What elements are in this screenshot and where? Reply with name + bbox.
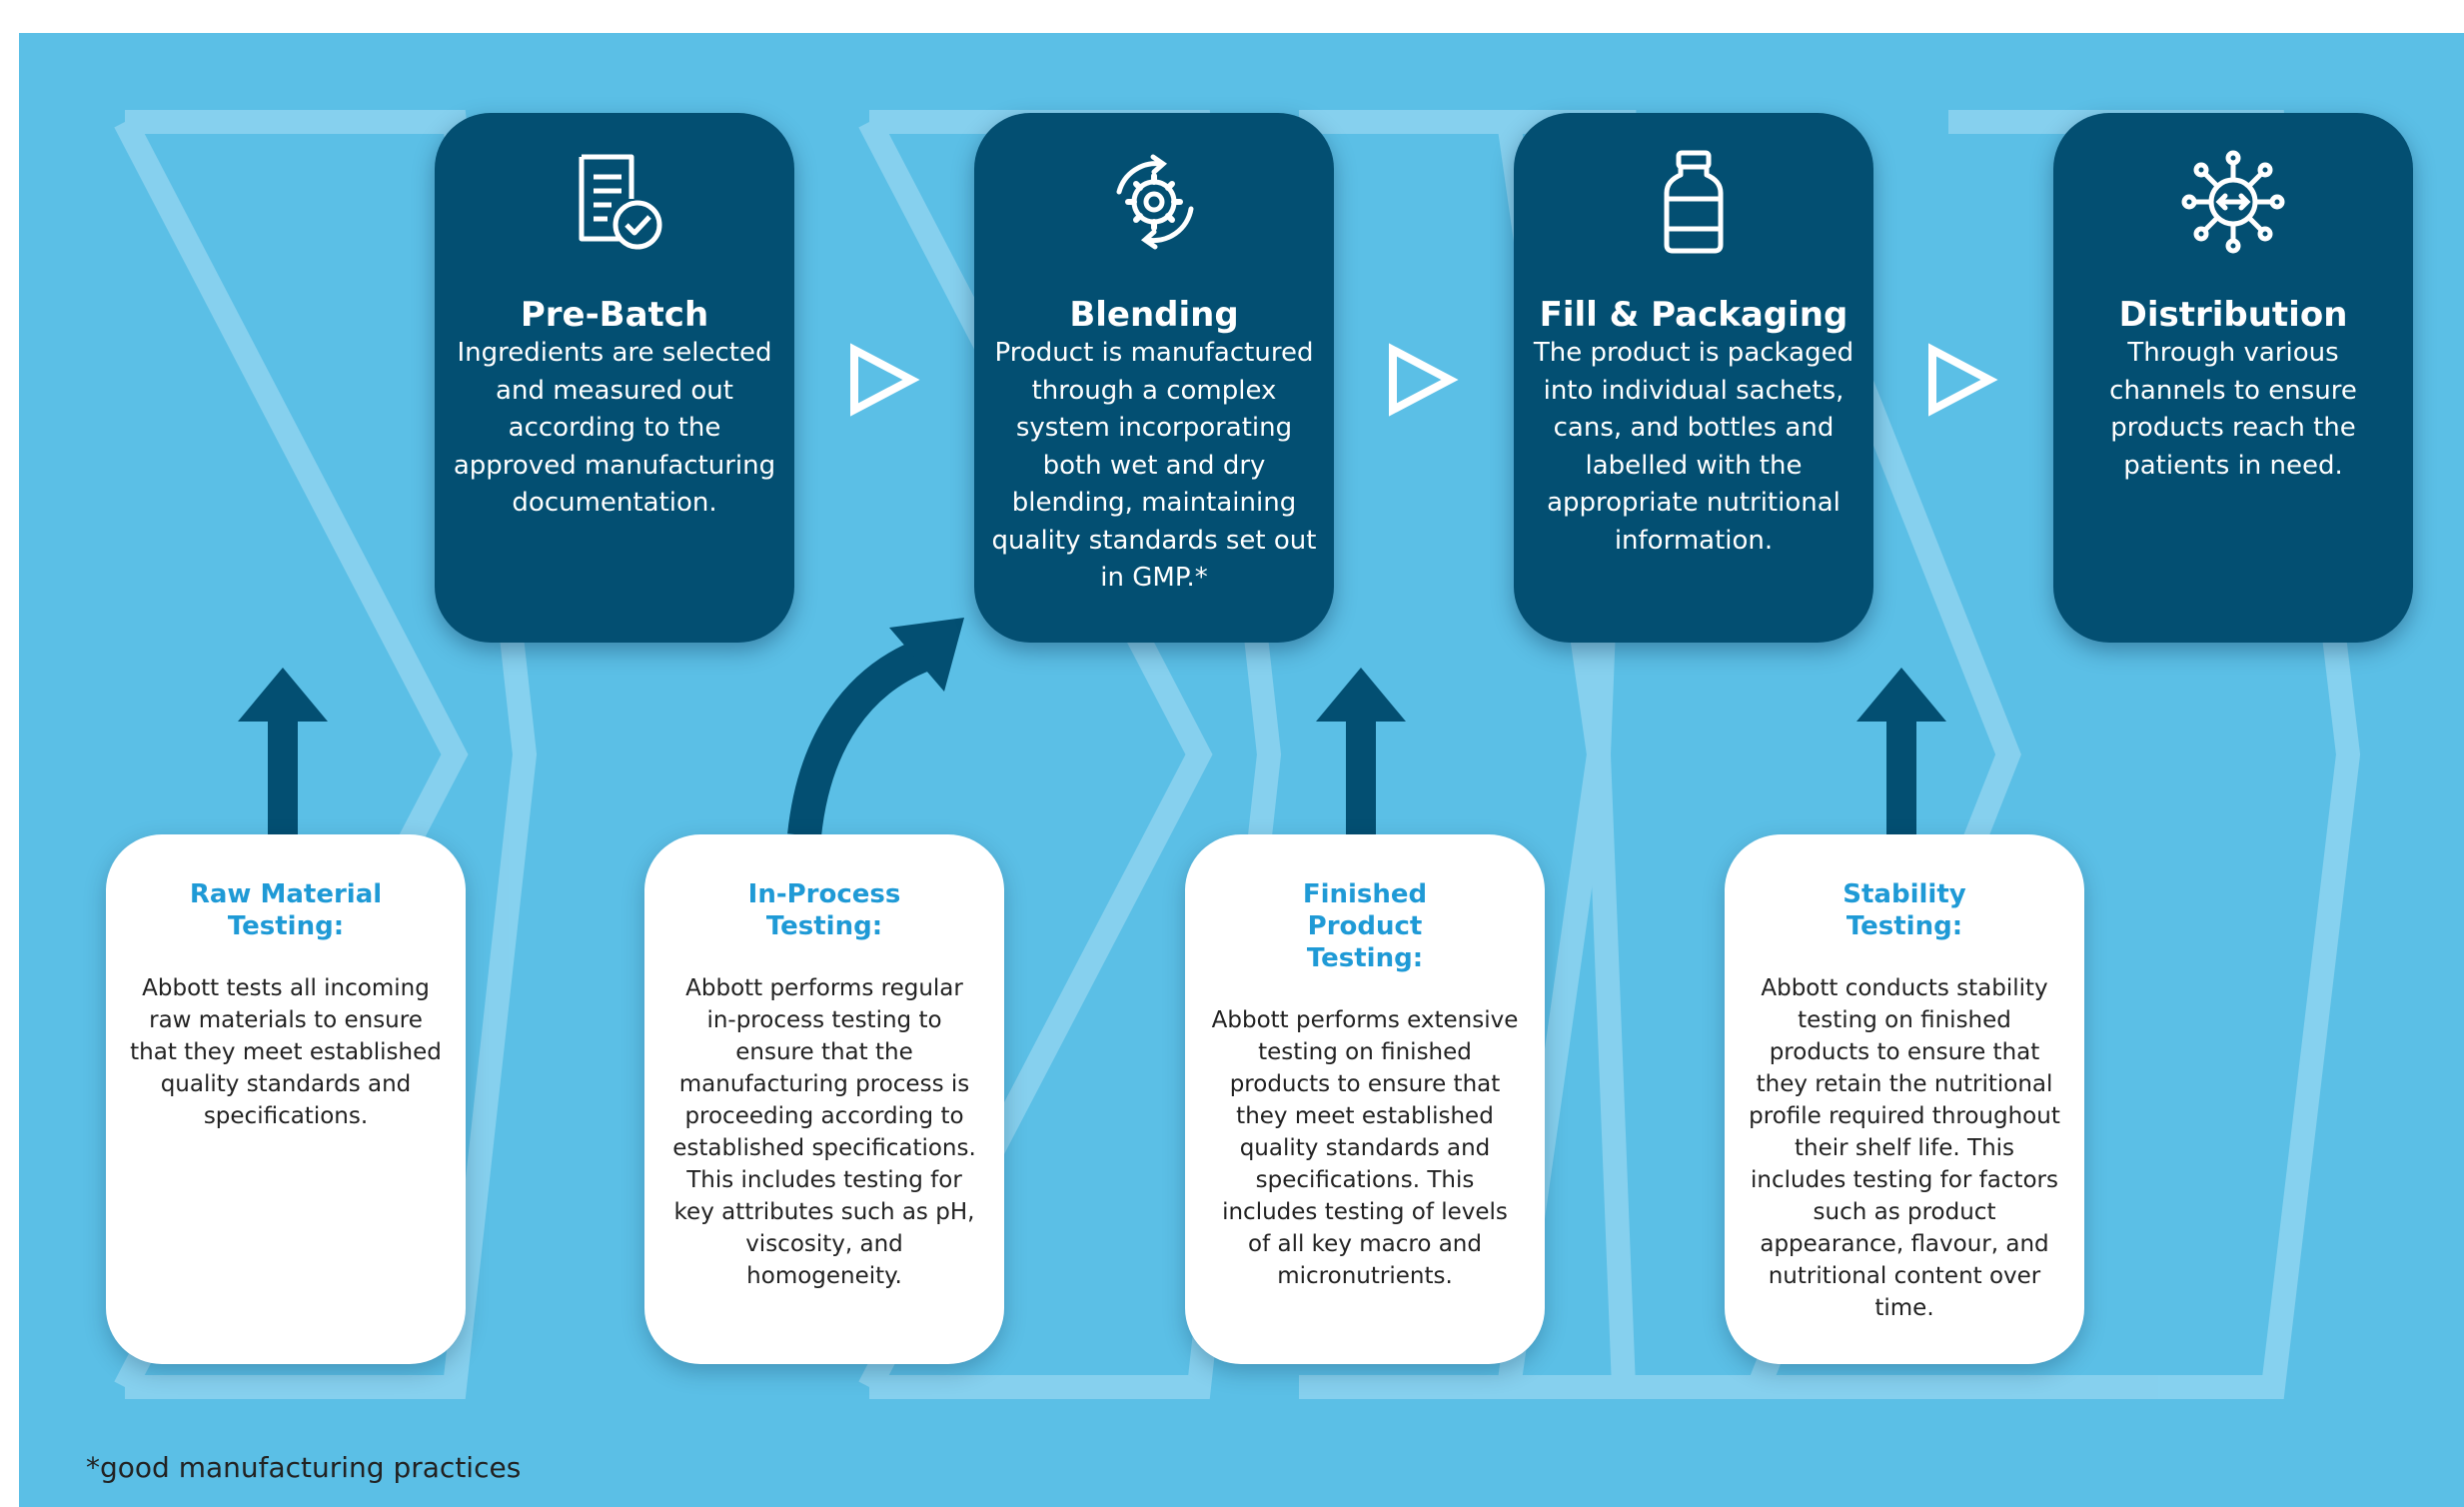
stage-description: Product is manufactured through a comple… bbox=[991, 338, 1317, 593]
test-title: In-Process Testing: bbox=[747, 879, 901, 941]
test-title: Finished Product Testing: bbox=[1302, 879, 1428, 973]
stage-title: Blending bbox=[1069, 295, 1239, 335]
footnote: *good manufacturing practices bbox=[86, 1451, 522, 1484]
chevron-1 bbox=[125, 110, 538, 1399]
up-arrow-finished-product bbox=[1316, 668, 1406, 837]
stage-description: Ingredients are selected and measured ou… bbox=[453, 338, 776, 518]
stage-description: Through various channels to ensure produ… bbox=[2109, 338, 2357, 481]
stage-card-blending: Blending Product is manufactured through… bbox=[974, 113, 1334, 643]
flow-triangle-1 bbox=[850, 343, 920, 417]
stage-description: The product is packaged into individual … bbox=[1533, 338, 1854, 556]
stage-title: Distribution bbox=[2118, 295, 2348, 335]
curved-arrow-in-process bbox=[787, 618, 964, 837]
test-card-in-process: In-Process Testing: Abbott performs regu… bbox=[644, 834, 1004, 1364]
test-description: Abbott performs regular in-process testi… bbox=[672, 975, 976, 1289]
stage-card-pre-batch: Pre-Batch Ingredients are selected and m… bbox=[435, 113, 794, 643]
test-card-raw-material: Raw Material Testing: Abbott tests all i… bbox=[106, 834, 466, 1364]
flow-triangle-3 bbox=[1928, 343, 1998, 417]
checklist-document-icon bbox=[579, 154, 662, 250]
test-title: Raw Material Testing: bbox=[189, 879, 383, 941]
up-arrow-raw-material bbox=[238, 668, 328, 837]
stage-card-distribution: Distribution Through various channels to… bbox=[2053, 113, 2413, 643]
flow-triangle-2 bbox=[1389, 343, 1459, 417]
stage-card-fill-packaging: Fill & Packaging The product is packaged… bbox=[1514, 113, 1873, 643]
test-title: Stability Testing: bbox=[1843, 879, 1966, 941]
network-hub-icon bbox=[2181, 150, 2285, 254]
gear-cycle-icon bbox=[1116, 154, 1194, 250]
up-arrow-stability bbox=[1856, 668, 1946, 837]
test-card-finished-product: Finished Product Testing: Abbott perform… bbox=[1185, 834, 1545, 1364]
stage-title: Fill & Packaging bbox=[1539, 295, 1848, 335]
stage-title: Pre-Batch bbox=[520, 295, 709, 335]
bottle-icon bbox=[1664, 150, 1724, 254]
test-card-stability: Stability Testing: Abbott conducts stabi… bbox=[1725, 834, 2084, 1364]
test-description: Abbott tests all incoming raw materials … bbox=[130, 975, 442, 1129]
test-description: Abbott performs extensive testing on fin… bbox=[1211, 1007, 1519, 1289]
test-description: Abbott conducts stability testing on fin… bbox=[1749, 975, 2060, 1321]
